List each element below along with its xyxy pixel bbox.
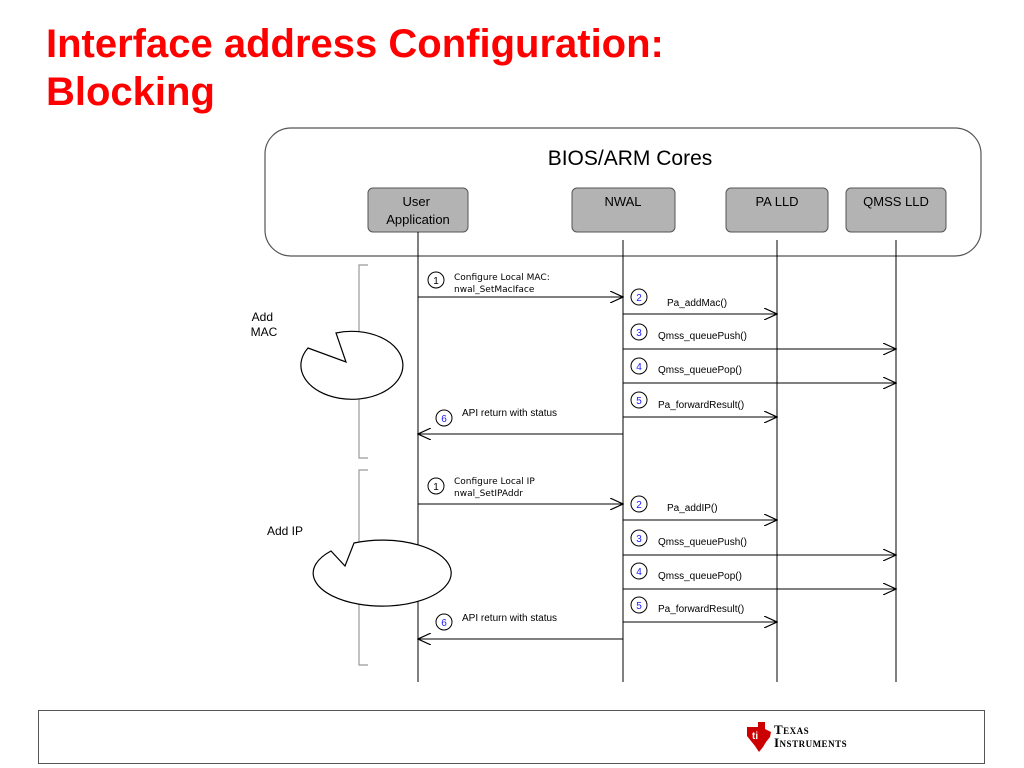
- ip-step-1-number: 1: [433, 482, 439, 493]
- mac-step-3-number: 3: [636, 328, 642, 339]
- ip-step-3-badge: [630, 529, 648, 547]
- ip-step-3-number: 3: [636, 534, 642, 545]
- svg-text:ti: ti: [752, 731, 758, 742]
- title-line-2: Blocking: [46, 70, 215, 114]
- ip-step-1-badge: [427, 477, 445, 495]
- pa-lld-label: PA LLD: [755, 194, 798, 209]
- ip-step-6-badge: [435, 613, 453, 631]
- mac-api-return-label: API return with status: [462, 408, 557, 419]
- svg-text:User Application: User Application: [386, 194, 450, 227]
- ip-api-return-label: API return with status: [462, 613, 557, 624]
- mac-step-5-number: 5: [636, 396, 642, 407]
- ip-step-2-number: 2: [636, 500, 642, 511]
- ip-step-5-number: 5: [636, 601, 642, 612]
- ip-step-5-badge: [630, 596, 648, 614]
- mac-step-1-number: 1: [433, 276, 439, 287]
- mac-step-5-badge: [630, 391, 648, 409]
- ip-step-6-number: 6: [441, 618, 447, 629]
- mac-step-6-badge: [435, 409, 453, 427]
- mac-step-2-badge: [630, 288, 648, 306]
- nwal-box: [571, 187, 676, 233]
- add-mac-label-2: MAC: [251, 325, 278, 339]
- ip-step-4-number: 4: [636, 567, 642, 578]
- mac-step-6-number: 6: [441, 414, 447, 425]
- pa-lld-box: [725, 187, 829, 233]
- footer-box: [38, 710, 985, 764]
- user-application-label-2: Application: [386, 212, 450, 227]
- slide-title: Interface address Configuration: Blockin…: [46, 20, 946, 116]
- ti-state-icon: ti: [747, 722, 771, 752]
- nwal-label: NWAL: [604, 194, 641, 209]
- user-application-label-1: User: [402, 194, 430, 209]
- logo-line-1: Texas: [774, 722, 810, 737]
- ip-qmss-pop-label: Qmss_queuePop(): [658, 571, 742, 582]
- mac-step-3-badge: [630, 323, 648, 341]
- title-line-1: Interface address Configuration:: [46, 22, 664, 66]
- ip-step-4-badge: [630, 562, 648, 580]
- mac-step-4-number: 4: [636, 362, 642, 373]
- add-mac-label-1: Add: [252, 310, 273, 324]
- logo-line-2: Instruments: [774, 735, 848, 750]
- mac-configure-label-2: nwal_SetMacIface: [454, 285, 535, 295]
- mac-pa-addmac-label: Pa_addMac(): [667, 298, 727, 309]
- mac-qmss-pop-label: Qmss_queuePop(): [658, 365, 742, 376]
- ip-configure-label-2: nwal_SetIPAddr: [454, 489, 523, 499]
- mac-step-2-number: 2: [636, 293, 642, 304]
- mac-step-4-badge: [630, 357, 648, 375]
- ip-pa-forward-label: Pa_forwardResult(): [658, 604, 744, 615]
- container-title: BIOS/ARM Cores: [548, 147, 713, 170]
- add-mac-callout: [300, 330, 404, 400]
- svg-text:Add MAC: Add MAC: [251, 310, 278, 339]
- ip-qmss-push-label: Qmss_queuePush(): [658, 537, 747, 548]
- mac-configure-label-1: Configure Local MAC:: [454, 273, 550, 283]
- svg-text:Configure Local MAC: nwal_: Configure Local MAC: nwal_SetMacIface: [454, 273, 553, 295]
- ip-step-2-badge: [630, 495, 648, 513]
- mac-step-1-badge: [427, 271, 445, 289]
- sequence-diagram: BIOS/ARM Cores User Application NWAL PA …: [251, 127, 982, 682]
- svg-text:Configure Local IP nwal_Se: Configure Local IP nwal_SetIPAddr: [454, 477, 538, 499]
- qmss-lld-box: [845, 187, 947, 233]
- texas-instruments-logo: ti Texas Instruments: [744, 720, 884, 754]
- mac-pa-forward-label: Pa_forwardResult(): [658, 400, 744, 411]
- ip-configure-label-1: Configure Local IP: [454, 477, 535, 487]
- qmss-lld-label: QMSS LLD: [863, 194, 929, 209]
- add-ip-callout: [312, 539, 452, 607]
- add-ip-label: Add IP: [267, 524, 303, 538]
- ip-pa-addip-label: Pa_addIP(): [667, 503, 718, 514]
- mac-qmss-push-label: Qmss_queuePush(): [658, 331, 747, 342]
